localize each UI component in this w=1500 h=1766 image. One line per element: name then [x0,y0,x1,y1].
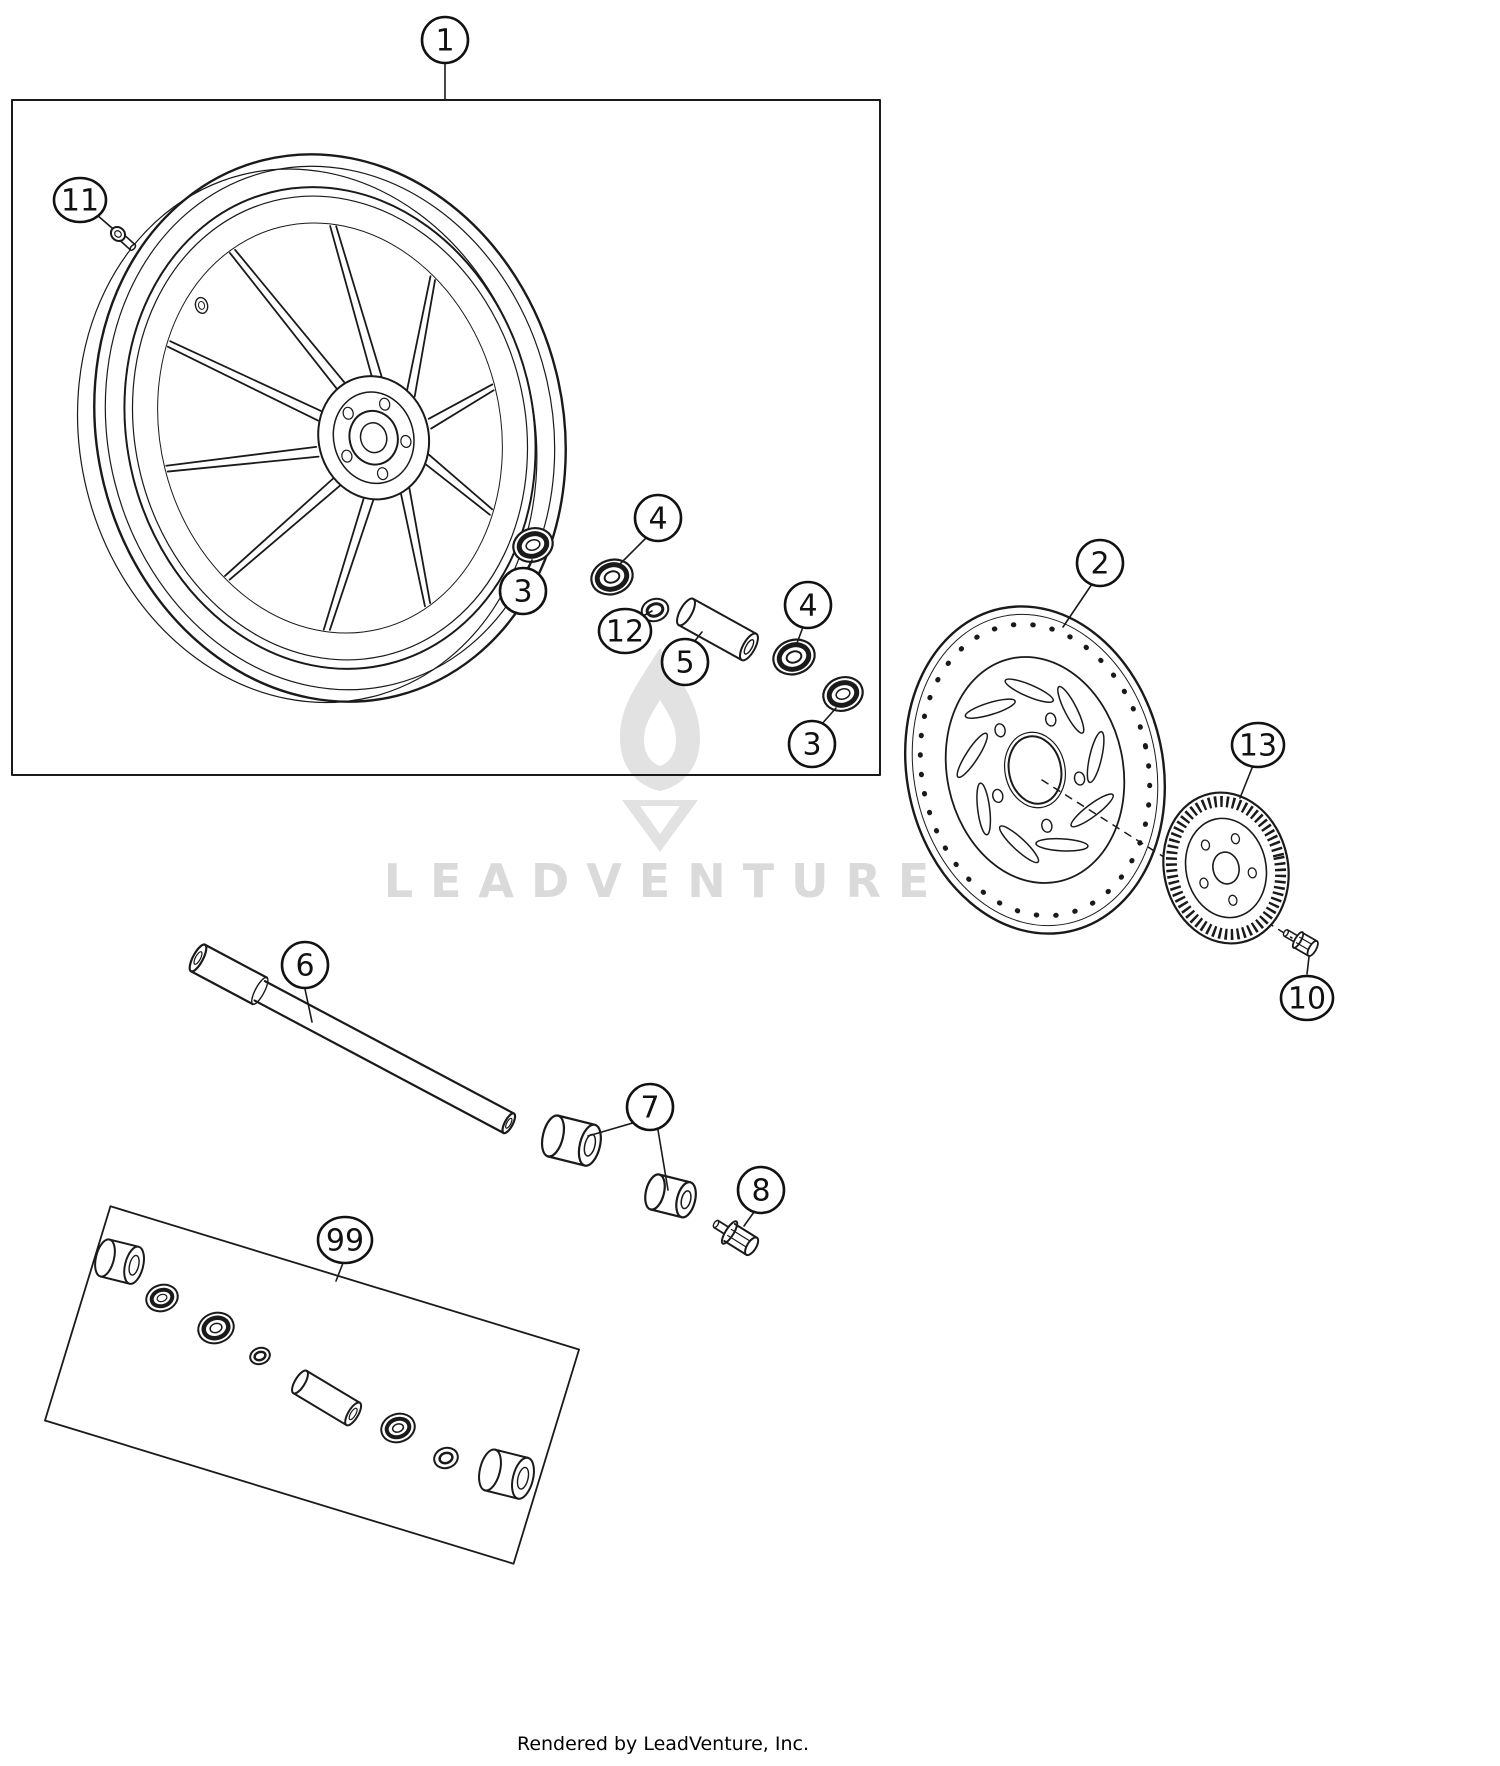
wheel-spacer-drawing-right [644,1173,697,1219]
svg-text:11: 11 [61,184,99,219]
svg-text:4: 4 [648,502,667,537]
callout-3-seal-left[interactable]: 3 [498,566,548,616]
callout-5-spacer-tube[interactable]: 5 [660,637,710,687]
svg-text:3: 3 [802,728,821,763]
callout-11-valve[interactable]: 11 [52,176,108,224]
callout-10-bolt[interactable]: 10 [1279,974,1335,1022]
callout-1-wheel[interactable]: 1 [420,15,470,65]
callout-4-bearing-left[interactable]: 4 [633,493,683,543]
kit-cup-left [94,1238,145,1285]
wheel-assembly-box [11,99,881,776]
footer-credit: Rendered by LeadVenture, Inc. [517,1733,809,1755]
svg-text:2: 2 [1090,547,1109,582]
callout-12-circlip[interactable]: 12 [597,607,653,655]
spacer-tube-drawing [676,597,759,662]
abs-ring-bolt-drawing [1282,929,1319,957]
svg-text:4: 4 [798,589,817,624]
svg-text:12: 12 [606,615,644,650]
kit-seal-right [433,1446,459,1470]
svg-text:13: 13 [1239,729,1277,764]
callout-2-brake-disc[interactable]: 2 [1075,538,1125,588]
svg-text:3: 3 [513,575,532,610]
svg-text:5: 5 [675,646,694,681]
repair-kit-box [44,1205,580,1565]
svg-text:7: 7 [640,1091,659,1126]
svg-text:10: 10 [1288,982,1326,1017]
kit-seal-left [145,1283,179,1313]
svg-text:8: 8 [751,1174,770,1209]
bearing-drawing-right [772,638,816,676]
callout-4-bearing-right[interactable]: 4 [783,580,833,630]
kit-bearing-left [197,1311,235,1345]
svg-text:6: 6 [295,949,314,984]
bearing-drawing-left [590,558,634,596]
wheel-spokes [165,225,495,631]
seal-drawing-right [822,676,864,712]
callout-3-seal-right[interactable]: 3 [787,719,837,769]
axle-bolt-drawing [712,1219,760,1257]
disc-slots [956,678,1114,864]
kit-bearing-right [380,1412,416,1444]
wheel-hub [317,375,431,501]
abs-sensor-ring-drawing [1162,791,1290,945]
assembly-axis-dashed-line [1041,779,1293,939]
kit-spacer-tube [291,1369,363,1427]
brake-disc-drawing [903,605,1167,935]
leader-lines [96,62,1310,1282]
wheel-spacer-drawing-left [540,1114,602,1167]
callout-8-bolt[interactable]: 8 [736,1165,786,1215]
svg-text:1: 1 [435,24,454,59]
circlip-drawing [640,597,670,623]
front-wheel-drawing [76,153,567,704]
valve-drawing [109,226,137,251]
watermark-text: LEADVENTURE [384,854,947,908]
axle-drawing [188,943,517,1135]
callout-7-spacers[interactable]: 7 [625,1082,675,1132]
seal-drawing-left [512,527,554,563]
callout-13-abs-ring[interactable]: 13 [1230,721,1286,769]
kit-circlip [249,1346,271,1366]
kit-cup-right [478,1448,535,1500]
callout-6-axle[interactable]: 6 [280,940,330,990]
svg-text:99: 99 [326,1224,364,1259]
callout-99-repair-kit[interactable]: 99 [316,1215,374,1265]
